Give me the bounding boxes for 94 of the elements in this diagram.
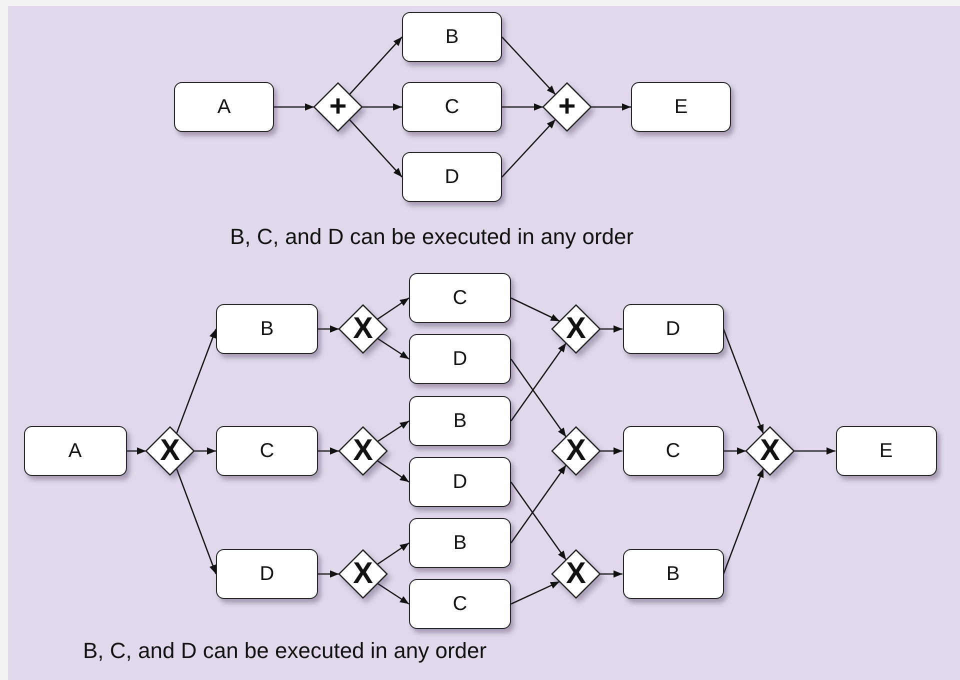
caption-text: B, C, and D can be executed in any order [230,224,634,250]
task-box [622,426,724,476]
task-box [402,12,502,62]
task-box [174,82,274,132]
sequence-arrow [722,328,764,434]
sequence-arrow [510,580,560,605]
sequence-arrow [318,325,339,333]
gateway-symbol: X [566,436,586,466]
sequence-arrow [176,328,217,434]
sequence-arrow [377,582,410,605]
sequence-arrow [600,447,622,455]
sequence-arrow [377,338,410,360]
gateway-diamond [543,83,591,131]
task-label: A [217,97,231,117]
task-box [409,457,511,507]
task-label: C [260,441,274,461]
gateway-symbol: + [329,92,347,122]
sequence-arrow [600,325,622,333]
gateway-symbol: X [352,559,373,589]
sequence-arrow [318,447,339,455]
task-box [24,426,126,476]
sequence-arrow [348,119,402,178]
sequence-arrow [502,103,543,111]
task-label: D [452,349,468,369]
sequence-arrow [510,342,567,422]
sequence-arrow [510,297,560,322]
task-label: B [453,533,467,553]
task-label: B [445,27,459,47]
sequence-arrow [591,103,631,111]
task-box [622,304,724,354]
gateway-symbol: X [352,314,373,344]
task-label: C [666,441,680,461]
sequence-arrow [502,36,556,95]
gateway-diamond [339,550,387,598]
task-box [409,334,511,384]
sequence-arrow [510,358,567,438]
sequence-arrow [176,468,217,574]
sequence-arrow [274,103,314,111]
task-box [216,426,318,476]
task-label: D [260,564,274,584]
task-box [402,152,502,202]
task-box [631,82,731,132]
sequence-arrow [376,460,410,483]
caption-text: B, C, and D can be executed in any order [83,638,487,664]
sequence-arrow [722,468,764,574]
sequence-arrow [348,36,402,95]
gateway-diamond [552,550,600,598]
sequence-arrow [194,447,216,455]
sequence-arrow [724,447,746,455]
task-label: E [879,441,893,461]
sequence-arrow [510,482,567,560]
task-label: C [452,594,468,614]
task-label: D [452,472,468,492]
task-label: B [666,564,680,584]
gateway-diamond [314,83,362,131]
sequence-arrow [126,447,146,455]
sequence-arrow [794,447,836,455]
gateway-diamond [552,305,600,353]
task-box [409,579,511,629]
task-label: E [674,97,688,117]
task-label: C [452,288,468,308]
task-box [409,518,511,568]
gateway-symbol: + [558,92,576,122]
task-box [622,549,724,599]
sequence-arrow [600,570,622,578]
sequence-arrow [377,420,410,442]
task-box [409,396,511,446]
sequence-arrow [502,119,556,178]
task-box [402,82,502,132]
gateway-symbol: X [160,436,180,466]
gateway-symbol: X [566,314,586,344]
task-label: D [666,319,680,339]
task-label: A [68,441,82,461]
task-box [836,426,936,476]
gateway-diamond [746,427,794,475]
gateway-diamond [552,427,600,475]
gateway-diamond [146,427,194,475]
task-box [409,273,511,323]
sequence-arrow [318,570,339,578]
task-label: D [444,167,460,187]
sequence-arrow [362,103,402,111]
gateway-symbol: X [566,559,586,589]
sequence-arrow [376,297,410,320]
sequence-arrow [510,464,567,544]
sequence-arrow [376,542,410,565]
task-label: C [444,97,460,117]
task-box [216,549,318,599]
task-box [216,304,318,354]
task-label: B [260,319,274,339]
gateway-diamond [339,427,387,475]
gateway-symbol: X [352,436,373,466]
gateway-symbol: X [760,436,780,466]
gateway-diamond [339,305,387,353]
task-label: B [453,411,467,431]
